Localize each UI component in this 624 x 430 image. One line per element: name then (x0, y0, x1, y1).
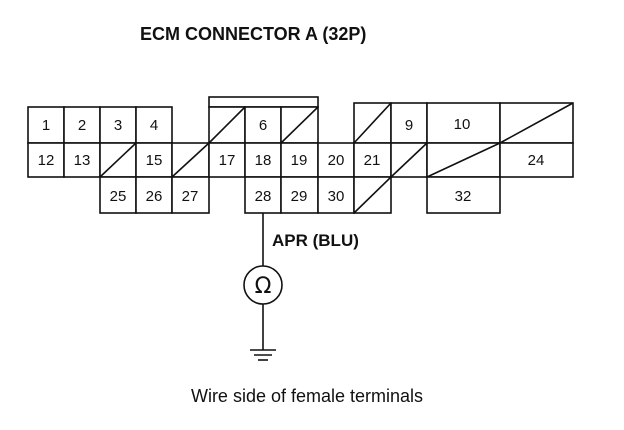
cavity-32 (426, 176, 501, 214)
diagram-caption: Wire side of female terminals (191, 386, 423, 406)
pin-label-17: 17 (219, 152, 236, 169)
empty-cavity-slash (99, 142, 137, 178)
cavity-15 (135, 142, 173, 178)
pin-label-9: 9 (405, 117, 413, 134)
empty-cavity-slash (426, 142, 501, 178)
pin-label-12: 12 (38, 152, 55, 169)
pin-label-4: 4 (150, 117, 158, 134)
cavity-26 (135, 176, 173, 214)
pin-label-13: 13 (74, 152, 91, 169)
pin-label-26: 26 (146, 188, 163, 205)
empty-cavity-slash (171, 142, 210, 178)
pin-label-10: 10 (454, 116, 471, 133)
ground-icon (250, 349, 276, 361)
cavity-18 (244, 142, 282, 178)
cavity-17 (208, 142, 246, 178)
empty-cavity-slash (499, 102, 574, 144)
cavity-27 (171, 176, 210, 214)
ohmmeter-icon: Ω (243, 265, 283, 305)
ohm-symbol: Ω (255, 274, 272, 299)
cavity-29 (280, 176, 319, 214)
pin-label-28: 28 (255, 188, 272, 205)
pin-label-3: 3 (114, 117, 122, 134)
cavity-24 (499, 142, 574, 178)
pin-label-6: 6 (259, 117, 267, 134)
pin-label-2: 2 (78, 117, 86, 134)
cavity-10 (426, 102, 501, 144)
pin-label-18: 18 (255, 152, 272, 169)
empty-cavity-slash (208, 106, 246, 144)
cavity-4 (135, 106, 173, 144)
pin-label-20: 20 (328, 152, 345, 169)
pin-label-19: 19 (291, 152, 308, 169)
pin-label-21: 21 (364, 152, 381, 169)
pin-label-25: 25 (110, 188, 127, 205)
cavity-25 (99, 176, 137, 214)
cavity-13 (63, 142, 101, 178)
cavity-30 (317, 176, 355, 214)
pin-label-30: 30 (328, 188, 345, 205)
pin-label-27: 27 (182, 188, 199, 205)
empty-cavity-slash (390, 142, 428, 178)
connector-lock-tab (208, 96, 319, 108)
wire-label: APR (BLU) (272, 231, 359, 250)
pin-label-1: 1 (42, 117, 50, 134)
diagram-title: ECM CONNECTOR A (32P) (140, 24, 366, 44)
pin-label-15: 15 (146, 152, 163, 169)
empty-cavity-slash (353, 102, 392, 144)
pin-label-29: 29 (291, 188, 308, 205)
empty-cavity-slash (353, 176, 392, 214)
empty-cavity-slash (280, 106, 319, 144)
cavity-12 (27, 142, 65, 178)
pin-label-32: 32 (455, 188, 472, 205)
pin-label-24: 24 (528, 152, 545, 169)
